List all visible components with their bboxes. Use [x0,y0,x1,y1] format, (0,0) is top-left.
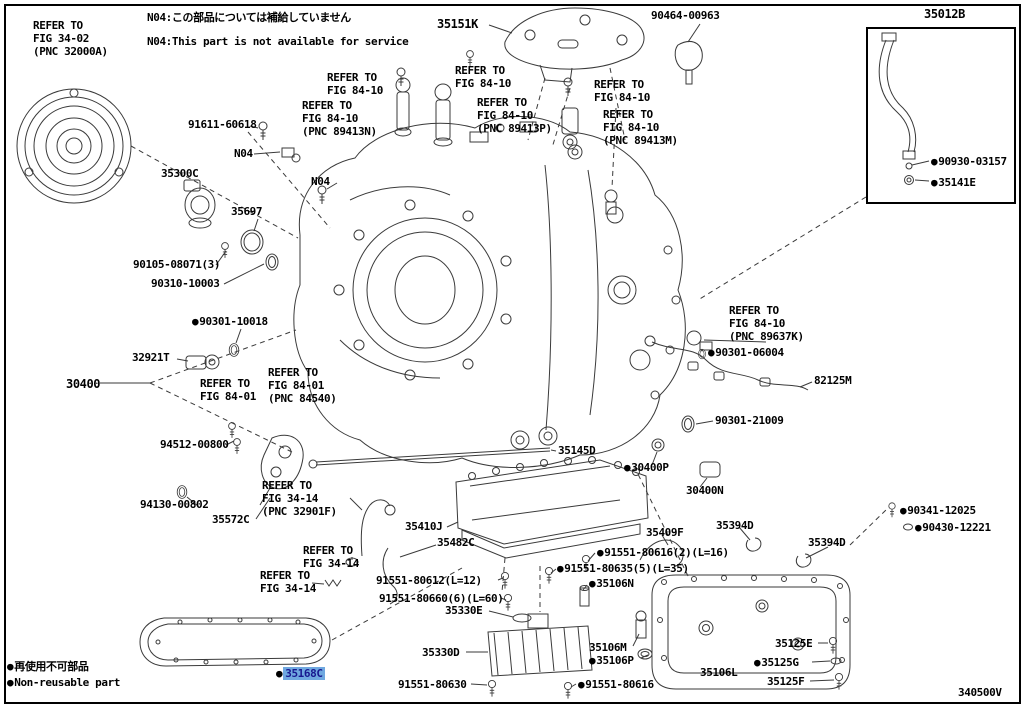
part-label-30400n[interactable]: 30400N [686,484,724,497]
bracket-35151k-drawing [504,7,645,83]
part-label-n04-b[interactable]: N04 [311,175,330,188]
non-reusable-dot: ● [931,176,938,189]
torque-converter-drawing [16,88,132,204]
pan-gasket-drawing [139,617,331,667]
part-label-35697[interactable]: 35697 [231,205,263,218]
refer-note-fig84-10-b: REFER TO FIG 84-10 [455,64,512,90]
non-reusable-dot: ● [900,504,907,517]
part-label-35394d-1[interactable]: 35394D [716,519,754,532]
part-label-90301-10018[interactable]: ●90301-10018 [192,315,268,328]
part-label-35145d[interactable]: 35145D [558,444,596,457]
part-label-90430-12221[interactable]: ●90430-12221 [915,521,991,534]
part-label-90341-12025[interactable]: ●90341-12025 [900,504,976,517]
part-label-35572c[interactable]: 35572C [212,513,250,526]
part-label-35125g[interactable]: ●35125G [754,656,799,669]
refer-note-fig34-14-b: REFER TO FIG 34-14 [303,544,360,570]
non-reusable-dot: ● [915,521,922,534]
non-reusable-dot: ● [578,678,585,691]
part-label-94512-00800[interactable]: 94512-00800 [160,438,229,451]
refer-note-fig84-10-e: REFER TO FIG 84-10 [594,78,651,104]
part-label-35106n[interactable]: ●35106N [589,577,634,590]
part-label-90464-00963[interactable]: 90464-00963 [651,9,720,22]
non-reusable-dot: ● [589,577,596,590]
selected-part-highlight[interactable]: 35168C [283,667,325,680]
non-reusable-dot: ● [708,346,715,359]
part-label-35330d[interactable]: 35330D [422,646,460,659]
part-label-35151k[interactable]: 35151K [437,17,478,31]
part-label-90105-08071[interactable]: 90105-08071(3) [133,258,221,271]
part-label-32921t[interactable]: 32921T [132,351,170,364]
part-label-35409f[interactable]: 35409F [646,526,684,539]
non-reusable-dot: ● [557,562,564,575]
legend-non-reusable-jp: ●再使用不可部品 [7,660,89,673]
part-label-35125f[interactable]: 35125F [767,675,805,688]
non-reusable-dot: ● [624,461,631,474]
part-label-35394d-2[interactable]: 35394D [808,536,846,549]
non-reusable-dot: ● [7,676,14,689]
refer-note-fig84-01-a: REFER TO FIG 84-01 [200,377,257,403]
part-label-35106p[interactable]: ●35106P [589,654,634,667]
part-label-35168c-selected[interactable]: ●35168C [276,667,325,681]
part-label-35125e[interactable]: 35125E [775,637,813,650]
part-label-90301-21009[interactable]: 90301-21009 [715,414,784,427]
part-label-30400[interactable]: 30400 [66,377,101,391]
part-label-91551-80660[interactable]: 91551-80660(6)(L=60) [379,592,504,605]
legend-non-reusable-en: ●Non-reusable part [7,676,121,689]
part-label-n04-a[interactable]: N04 [234,147,253,160]
part-label-90930-03157[interactable]: ●90930-03157 [931,155,1007,168]
part-label-91551-80612[interactable]: 91551-80612(L=12) [376,574,482,587]
refer-note-fig84-10-89413p: REFER TO FIG 84-10 (PNC 89413P) [477,96,552,135]
part-label-90301-06004[interactable]: ●90301-06004 [708,346,784,359]
part-label-35410j[interactable]: 35410J [405,520,443,533]
part-label-91551-80616-l16[interactable]: ●91551-80616(2)(L=16) [597,546,729,559]
part-label-35141e[interactable]: ●35141E [931,176,976,189]
valve-body-drawing [455,456,649,559]
refer-note-fig84-10-89413m: REFER TO FIG 84-10 (PNC 89413M) [603,108,678,147]
refer-note-fig34-14-32901f: REFER TO FIG 34-14 (PNC 32901F) [262,479,337,518]
part-label-91551-80616[interactable]: ●91551-80616 [578,678,654,691]
part-label-35106l[interactable]: 35106L [700,666,738,679]
part-label-91551-80635-l35[interactable]: ●91551-80635(5)(L=35) [557,562,689,575]
refer-note-fig84-10-89413n: REFER TO FIG 84-10 (PNC 89413N) [302,99,377,138]
non-reusable-dot: ● [7,660,14,673]
part-label-90310-10003[interactable]: 90310-10003 [151,277,220,290]
non-reusable-dot: ● [931,155,938,168]
part-label-30400p[interactable]: ●30400P [624,461,669,474]
diagram-number: 340500V [958,686,1002,699]
part-label-91551-80630[interactable]: 91551-80630 [398,678,467,691]
part-label-94130-00802[interactable]: 94130-00802 [140,498,209,511]
clamp-90464-drawing [674,41,703,85]
part-label-35482c[interactable]: 35482C [437,536,475,549]
part-label-91611-60618[interactable]: 91611-60618 [188,118,257,131]
non-reusable-dot: ● [589,654,596,667]
inset-box-35012b [866,27,1016,204]
part-label-35106m[interactable]: 35106M [589,641,627,654]
refer-note-fig84-10-89637k: REFER TO FIG 84-10 (PNC 89637K) [729,304,804,343]
part-label-82125m[interactable]: 82125M [814,374,852,387]
note-n04-english: N04:This part is not available for servi… [147,35,409,48]
refer-note-fig84-10-a: REFER TO FIG 84-10 [327,71,384,97]
part-label-35300c[interactable]: 35300C [161,167,199,180]
refer-note-fig34-02: REFER TO FIG 34-02 (PNC 32000A) [33,19,108,58]
non-reusable-dot: ● [276,667,283,680]
oil-pan-drawing [651,574,851,690]
non-reusable-dot: ● [597,546,604,559]
non-reusable-dot: ● [192,315,199,328]
refer-note-fig84-01-84540: REFER TO FIG 84-01 (PNC 84540) [268,366,337,405]
part-label-35012b[interactable]: 35012B [924,7,965,21]
refer-note-fig34-14-c: REFER TO FIG 34-14 [260,569,317,595]
non-reusable-dot: ● [754,656,761,669]
part-label-35330e[interactable]: 35330E [445,604,483,617]
transaxle-case-drawing [293,115,686,468]
note-n04-japanese: N04:この部品については補給していません [147,11,351,24]
shift-rod-drawing [308,447,551,469]
